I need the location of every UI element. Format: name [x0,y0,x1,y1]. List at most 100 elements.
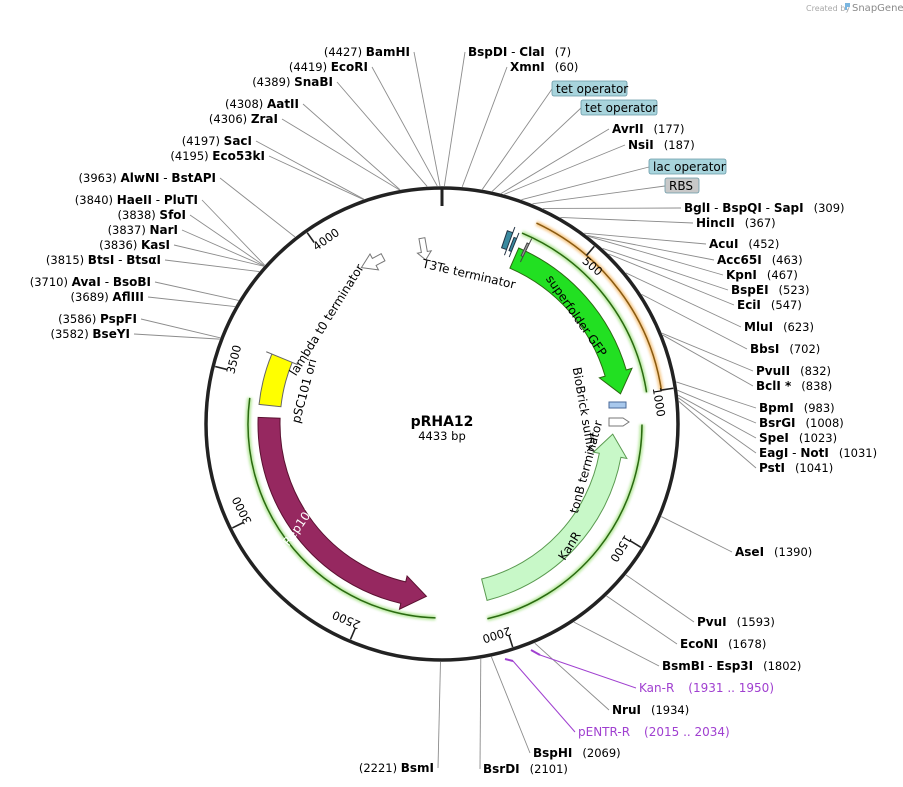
site-position: (2101) [530,762,568,776]
site-kasi: (3836) KasI [99,238,170,252]
site-position: (1041) [795,461,833,475]
site-position: (4197) [182,134,224,148]
site-leader [443,51,466,187]
site-leader [625,574,695,623]
site-bsmbi-esp3i: BsmBI - Esp3I(1802) [662,659,801,673]
site-leader [587,234,715,261]
site-leader [676,381,757,409]
site-label: BspDI - ClaI(7) [468,45,571,59]
enzyme-name: BspDI [468,45,507,59]
site-label: EciI(547) [737,298,802,312]
site-label: (3836) KasI [99,238,170,252]
enzyme-name: BtsαI [126,253,161,267]
enzyme-name: AcuI [709,237,738,251]
site-position: (467) [767,268,798,282]
site-nari: (3837) NarI [108,223,178,237]
rbs-box [519,238,533,263]
site-position: (3840) [75,193,117,207]
site-position: (1934) [651,703,689,717]
feature-arc [487,424,643,620]
primer-range: (2015 .. 2034) [644,725,730,739]
site-leader [154,281,239,301]
snapgene-logo-icon [845,3,850,10]
enzyme-name: NsiI [628,138,654,152]
site-label: (4389) SnaBI [252,75,333,89]
site-leader [164,259,260,273]
enzyme-name: BclI * [756,379,792,393]
site-label: (3840) HaeII - PluTI [75,193,198,207]
site-label: PstI(1041) [759,461,833,475]
site-separator: - [114,253,126,267]
primer-leader [539,654,637,689]
site-label: (3582) BseYI [51,327,131,341]
site-leader [588,235,724,276]
site-nsii: NsiI (187) [628,138,695,152]
feature-badge-label: RBS [669,179,693,193]
site-position: (3586) [58,312,100,326]
enzyme-name: BbsI [750,342,779,356]
site-bcli: BclI *(838) [756,379,832,393]
site-nrui: NruI(1934) [612,703,689,717]
site-psti: PstI(1041) [759,461,833,475]
feature-leader [532,185,666,205]
scale-tick-label: 4000 [310,225,342,253]
site-position: (4419) [289,60,331,74]
enzyme-name: BspQI [722,201,762,215]
site-position: (3689) [71,290,113,304]
site-aatii: (4308) AatII [225,97,299,111]
site-position: (1023) [799,431,837,445]
site-asei: AseI(1390) [735,545,812,559]
enzyme-name: AflIII [112,290,144,304]
site-position: (367) [745,216,776,230]
site-label: AvrII(177) [612,122,684,136]
site-bbsi: BbsI(702) [750,342,820,356]
site-label: BspEI(523) [731,283,809,297]
enzyme-name: AatII [267,97,299,111]
site-bgli-bspqi-sapi: BglI - BspQI - SapI(309) [684,201,845,215]
site-bsphi: BspHI (2069) [533,746,621,760]
feature-arc [247,397,436,619]
site-leader [268,155,364,200]
site-position: (3838) [118,208,160,222]
site-position: (2069) [582,746,620,760]
site-leader [490,656,531,754]
tonb-terminator-arrow [608,417,630,427]
site-pspfi: (3586) PspFI [58,312,137,326]
feature-badge-label: lac operator [653,160,726,174]
enzyme-name: BspHI [533,746,572,760]
site-label: BspHI (2069) [533,746,621,760]
site-bspdi-clai: BspDI - ClaI(7) [468,45,571,59]
site-separator: - [788,446,800,460]
feature-leader [481,88,553,190]
site-pvui: PvuI(1593) [697,615,775,629]
site-position: (187) [664,138,695,152]
site-position: (3837) [108,223,150,237]
rep101-arrow [257,416,428,611]
feature-badge-label: tet operator [556,82,628,96]
primer-name: pENTR-R [578,725,630,739]
site-label: BpmI(983) [759,401,835,415]
enzyme-name: SnaBI [294,75,333,89]
psc101-ori-block [258,351,298,408]
site-spei: SpeI(1023) [759,431,837,445]
site-position: (4306) [209,112,251,126]
site-separator: - [710,201,722,215]
site-label: BsrDI(2101) [483,762,568,776]
site-leader [371,66,438,187]
scale-tick [661,387,674,391]
site-label: BbsI(702) [750,342,820,356]
site-separator: - [152,193,164,207]
site-position: (4308) [225,97,267,111]
site-label: PvuI(1593) [697,615,775,629]
site-zrai: (4306) ZraI [209,112,278,126]
site-label: (4195) Eco53kI [170,149,265,163]
enzyme-name: BamHI [366,45,410,59]
enzyme-name: SfoI [159,208,186,222]
site-haeii-pluti: (3840) HaeII - PluTI [75,193,198,207]
brand-name: SnapGene [852,3,903,14]
site-eagi-noti: EagI - NotI(1031) [759,446,877,460]
site-label: HincII(367) [696,216,776,230]
feature-badge-tet-operator: tet operator [580,99,658,116]
site-separator: - [704,659,716,673]
